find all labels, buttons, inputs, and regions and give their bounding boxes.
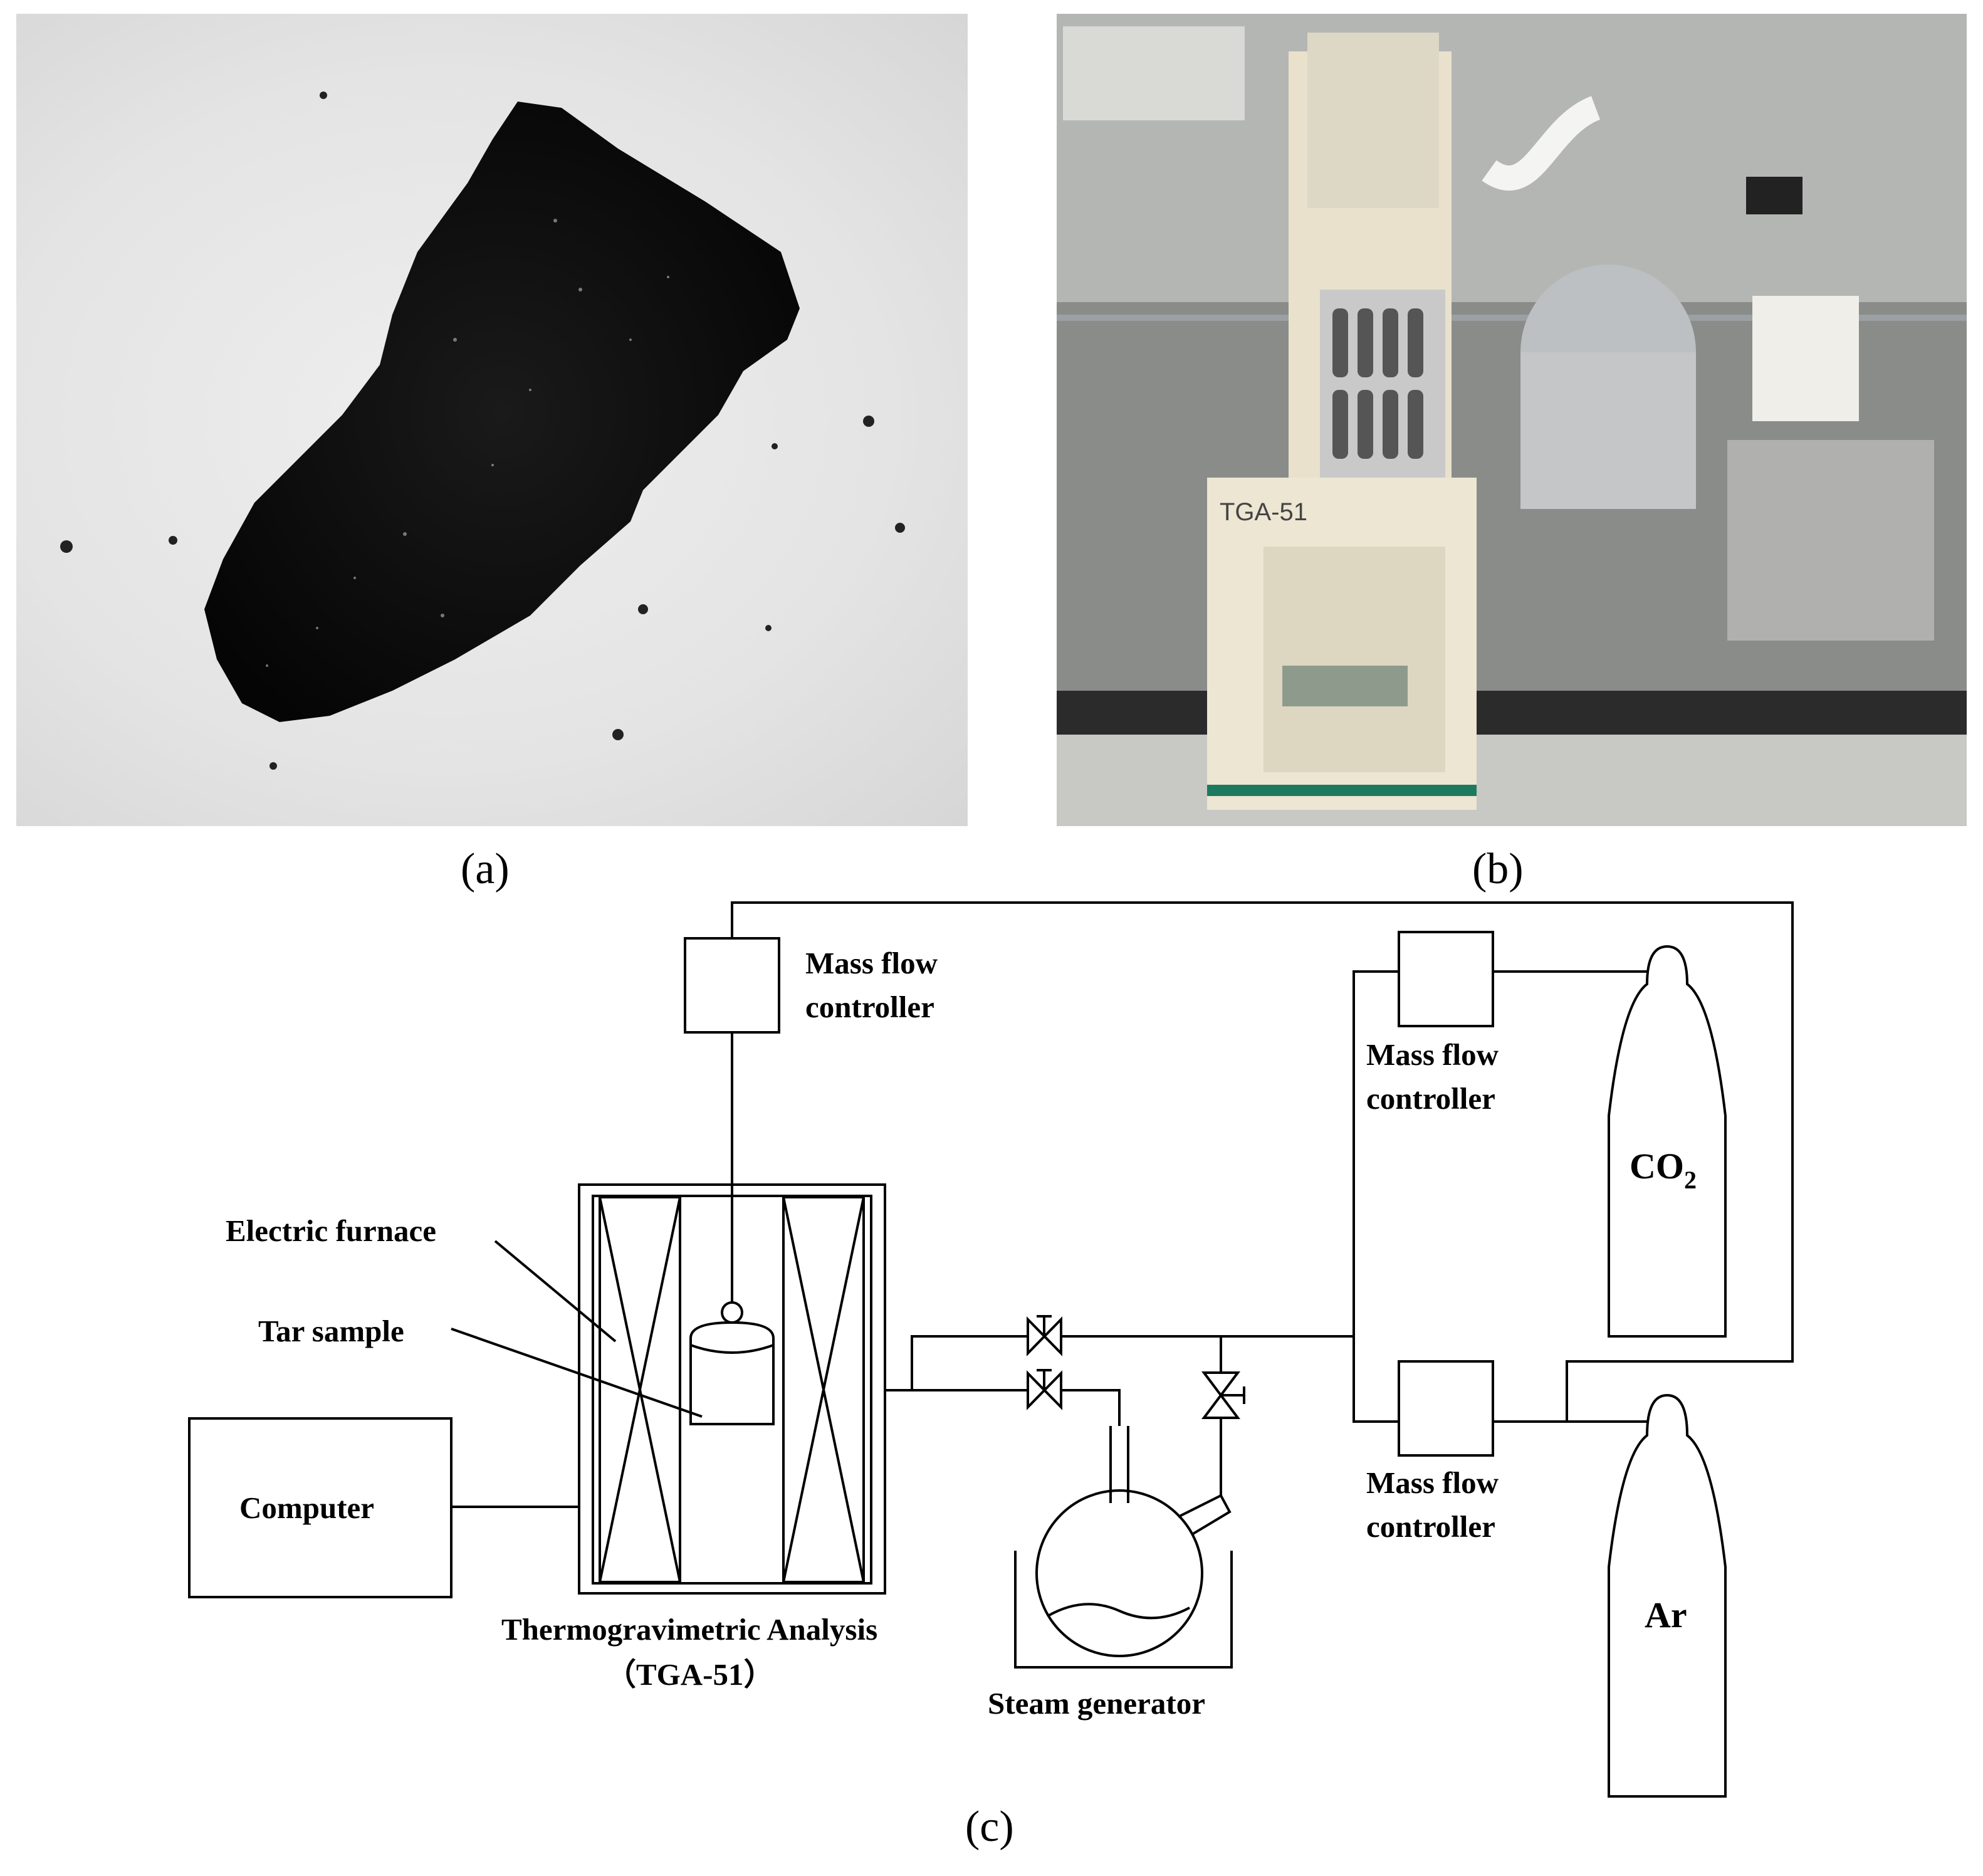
tga-apparatus-photo: TGA-51	[1057, 14, 1967, 826]
caption-c: (c)	[965, 1803, 1014, 1851]
valve-upper	[1027, 1316, 1062, 1356]
flask-liquid	[1047, 1603, 1190, 1620]
furnace-left-element	[599, 1196, 681, 1583]
crucible	[689, 1321, 775, 1425]
mfc-top-label-1: Mass flow	[805, 946, 938, 980]
mfc-co2-box	[1398, 931, 1494, 1027]
tar-sample-photo	[16, 14, 968, 826]
valve-steam	[1201, 1371, 1240, 1419]
ar-label: Ar	[1645, 1595, 1687, 1635]
tga-device-label: TGA-51	[1220, 498, 1307, 526]
hook-ring	[721, 1301, 743, 1324]
mfc-top-label-2: controller	[805, 990, 934, 1024]
mfc-ar-label-1: Mass flow	[1366, 1465, 1499, 1500]
valve-lower	[1027, 1370, 1062, 1410]
caption-b: (b)	[1472, 845, 1524, 893]
co2-cylinder	[1608, 945, 1727, 1338]
line-tga-to-upper-valve	[885, 1335, 1028, 1391]
ar-cylinder	[1608, 1393, 1727, 1798]
tar-sample-label: Tar sample	[258, 1314, 404, 1348]
tga-apparatus-photo-art: TGA-51	[1057, 14, 1967, 826]
caption-a: (a)	[461, 845, 510, 893]
tga-label-1: Thermogravimetric Analysis	[501, 1612, 877, 1647]
flask-side-arm	[1178, 1494, 1232, 1536]
mfc-top-box	[684, 937, 780, 1034]
leader-electric-furnace	[494, 1240, 617, 1343]
mfc-co2-label-2: controller	[1366, 1081, 1495, 1116]
tar-lump	[204, 102, 800, 722]
computer-label: Computer	[239, 1491, 374, 1525]
furnace-right-element	[782, 1196, 865, 1583]
leader-tar-sample	[451, 1328, 703, 1418]
tga-inner-box	[592, 1195, 872, 1585]
line-lower-valve-to-flask	[1061, 1389, 1121, 1426]
mfc-ar-label-2: controller	[1366, 1509, 1495, 1544]
co2-label: CO2	[1630, 1146, 1697, 1194]
line-left-bus	[1353, 970, 1399, 1423]
mfc-co2-label-1: Mass flow	[1366, 1037, 1499, 1072]
electric-furnace-label: Electric furnace	[226, 1213, 436, 1248]
steam-generator-label: Steam generator	[988, 1686, 1205, 1721]
mfc-ar-box	[1398, 1360, 1494, 1457]
water-bath	[1014, 1551, 1233, 1669]
flask-body	[1035, 1489, 1203, 1657]
tga-label-2: （TGA-51）	[605, 1657, 775, 1692]
tar-sample-photo-art	[60, 92, 905, 770]
line-top-loop	[731, 901, 1794, 1422]
